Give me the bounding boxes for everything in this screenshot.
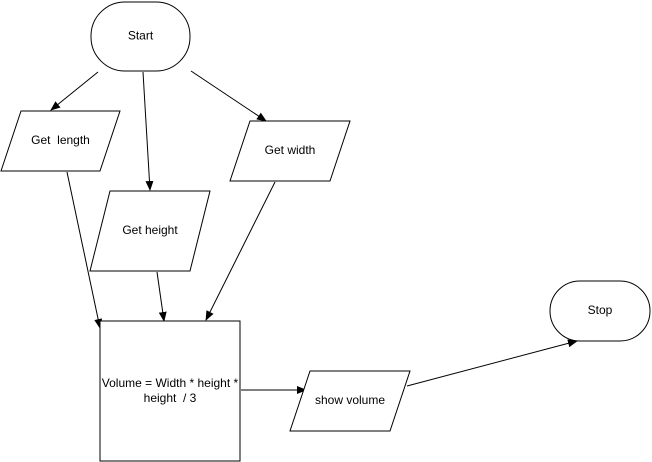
get-height-label: Get height <box>122 223 178 237</box>
start-shape <box>90 1 191 72</box>
volume-label-line1: Volume = Width * height * <box>102 376 239 390</box>
get-length-node[interactable]: Get length <box>0 110 121 172</box>
edge-start-to-get-width <box>190 70 267 122</box>
edge-start-to-get-height <box>142 71 154 191</box>
stop-shape <box>549 280 651 342</box>
edge-get-height-to-volume <box>156 271 167 322</box>
stop-node[interactable]: Stop <box>549 280 651 342</box>
volume-label-line2: height / 3 <box>144 391 197 405</box>
show-volume-label: show volume <box>315 393 385 407</box>
volume-node[interactable]: Volume = Width * height * height / 3 <box>99 320 241 462</box>
edge-get-width-to-volume <box>205 181 276 321</box>
get-height-node[interactable]: Get height <box>89 190 211 272</box>
get-height-shape <box>89 190 211 272</box>
get-width-label: Get width <box>265 143 316 157</box>
edge-get-length-to-volume <box>66 171 103 329</box>
start-label: Start <box>128 29 154 43</box>
get-length-label: Get length <box>31 133 90 147</box>
edge-show-volume-to-stop <box>406 339 578 387</box>
show-volume-shape <box>289 370 411 432</box>
get-width-shape <box>229 120 351 182</box>
edges <box>50 70 578 394</box>
get-length-shape <box>0 110 121 172</box>
start-node[interactable]: Start <box>90 1 191 72</box>
volume-shape <box>99 320 241 462</box>
get-width-node[interactable]: Get width <box>229 120 351 182</box>
edge-start-to-get-length <box>50 71 99 111</box>
show-volume-node[interactable]: show volume <box>289 370 411 432</box>
stop-label: Stop <box>588 303 613 317</box>
